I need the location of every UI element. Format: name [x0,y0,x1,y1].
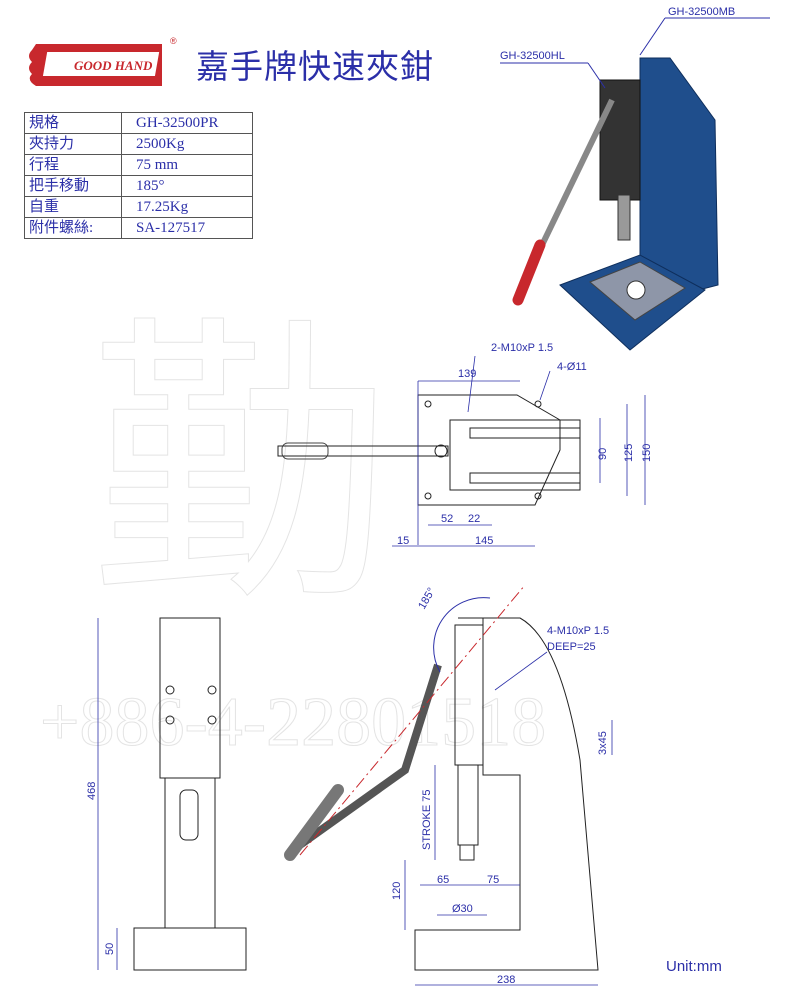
top_view-hole_note: 4-Ø11 [557,361,587,373]
top_view-dims-d90: 90 [597,448,609,460]
side_view-dims-d238: 238 [497,974,515,986]
front-view [133,617,247,971]
side_view-pitch_note: 3x45 [597,731,609,755]
side_view-dims-d120: 120 [391,882,403,900]
callout-handle-part: GH-32500HL [500,50,565,62]
side_view-depth_note: DEEP=25 [547,641,596,653]
page-title: 嘉手牌快速夾鉗 [196,47,434,86]
watermark-phone: +886-4-22801518 [40,684,546,761]
good-hand-logo: GOOD HAND ® [29,36,177,86]
side_view-dims-d65: 65 [437,874,449,886]
top_view-dims-d52: 52 [441,513,453,525]
watermark-chars: 勤 [90,303,390,635]
table-row: 附件螺絲:SA-127517 [24,217,253,239]
header-brand_logo_text: GOOD HAND [74,58,153,73]
side_view-dims-d30: Ø30 [452,903,473,915]
clamp-3d-render [512,57,719,351]
top_view-dims-d150: 150 [641,444,653,462]
top_view-thread_note: 2-M10xP 1.5 [491,342,553,354]
spec_table-4-value: 17.25Kg [121,196,253,218]
side_view-stroke: STROKE 75 [421,789,433,850]
spec_table-5-value: SA-127517 [121,217,253,239]
spec_table-3-value: 185° [121,175,253,197]
spec_table-2-label: 行程 [24,154,122,176]
side_view-dims-d75: 75 [487,874,499,886]
top_view-dims-d145: 145 [475,535,493,547]
spec_table-5-label: 附件螺絲: [24,217,122,239]
side_view-angle: 185° [416,586,438,612]
top_view-dims-d15: 15 [397,535,409,547]
front_view-dim_height: 468 [86,782,98,800]
spec_table-3-label: 把手移動 [24,175,122,197]
top_view-dims-d139: 139 [458,368,476,380]
side-view [284,617,599,971]
spec_table-0-label: 規格 [24,112,122,134]
side_view-thread_note: 4-M10xP 1.5 [547,625,609,637]
front_view-dim_base: 50 [104,943,116,955]
callout-base-part: GH-32500MB [668,6,735,18]
unit-label: Unit:mm [666,958,722,975]
header-registered_mark: ® [170,36,177,46]
top_view-dims-d125: 125 [623,444,635,462]
top_view-dims-d22: 22 [468,513,480,525]
